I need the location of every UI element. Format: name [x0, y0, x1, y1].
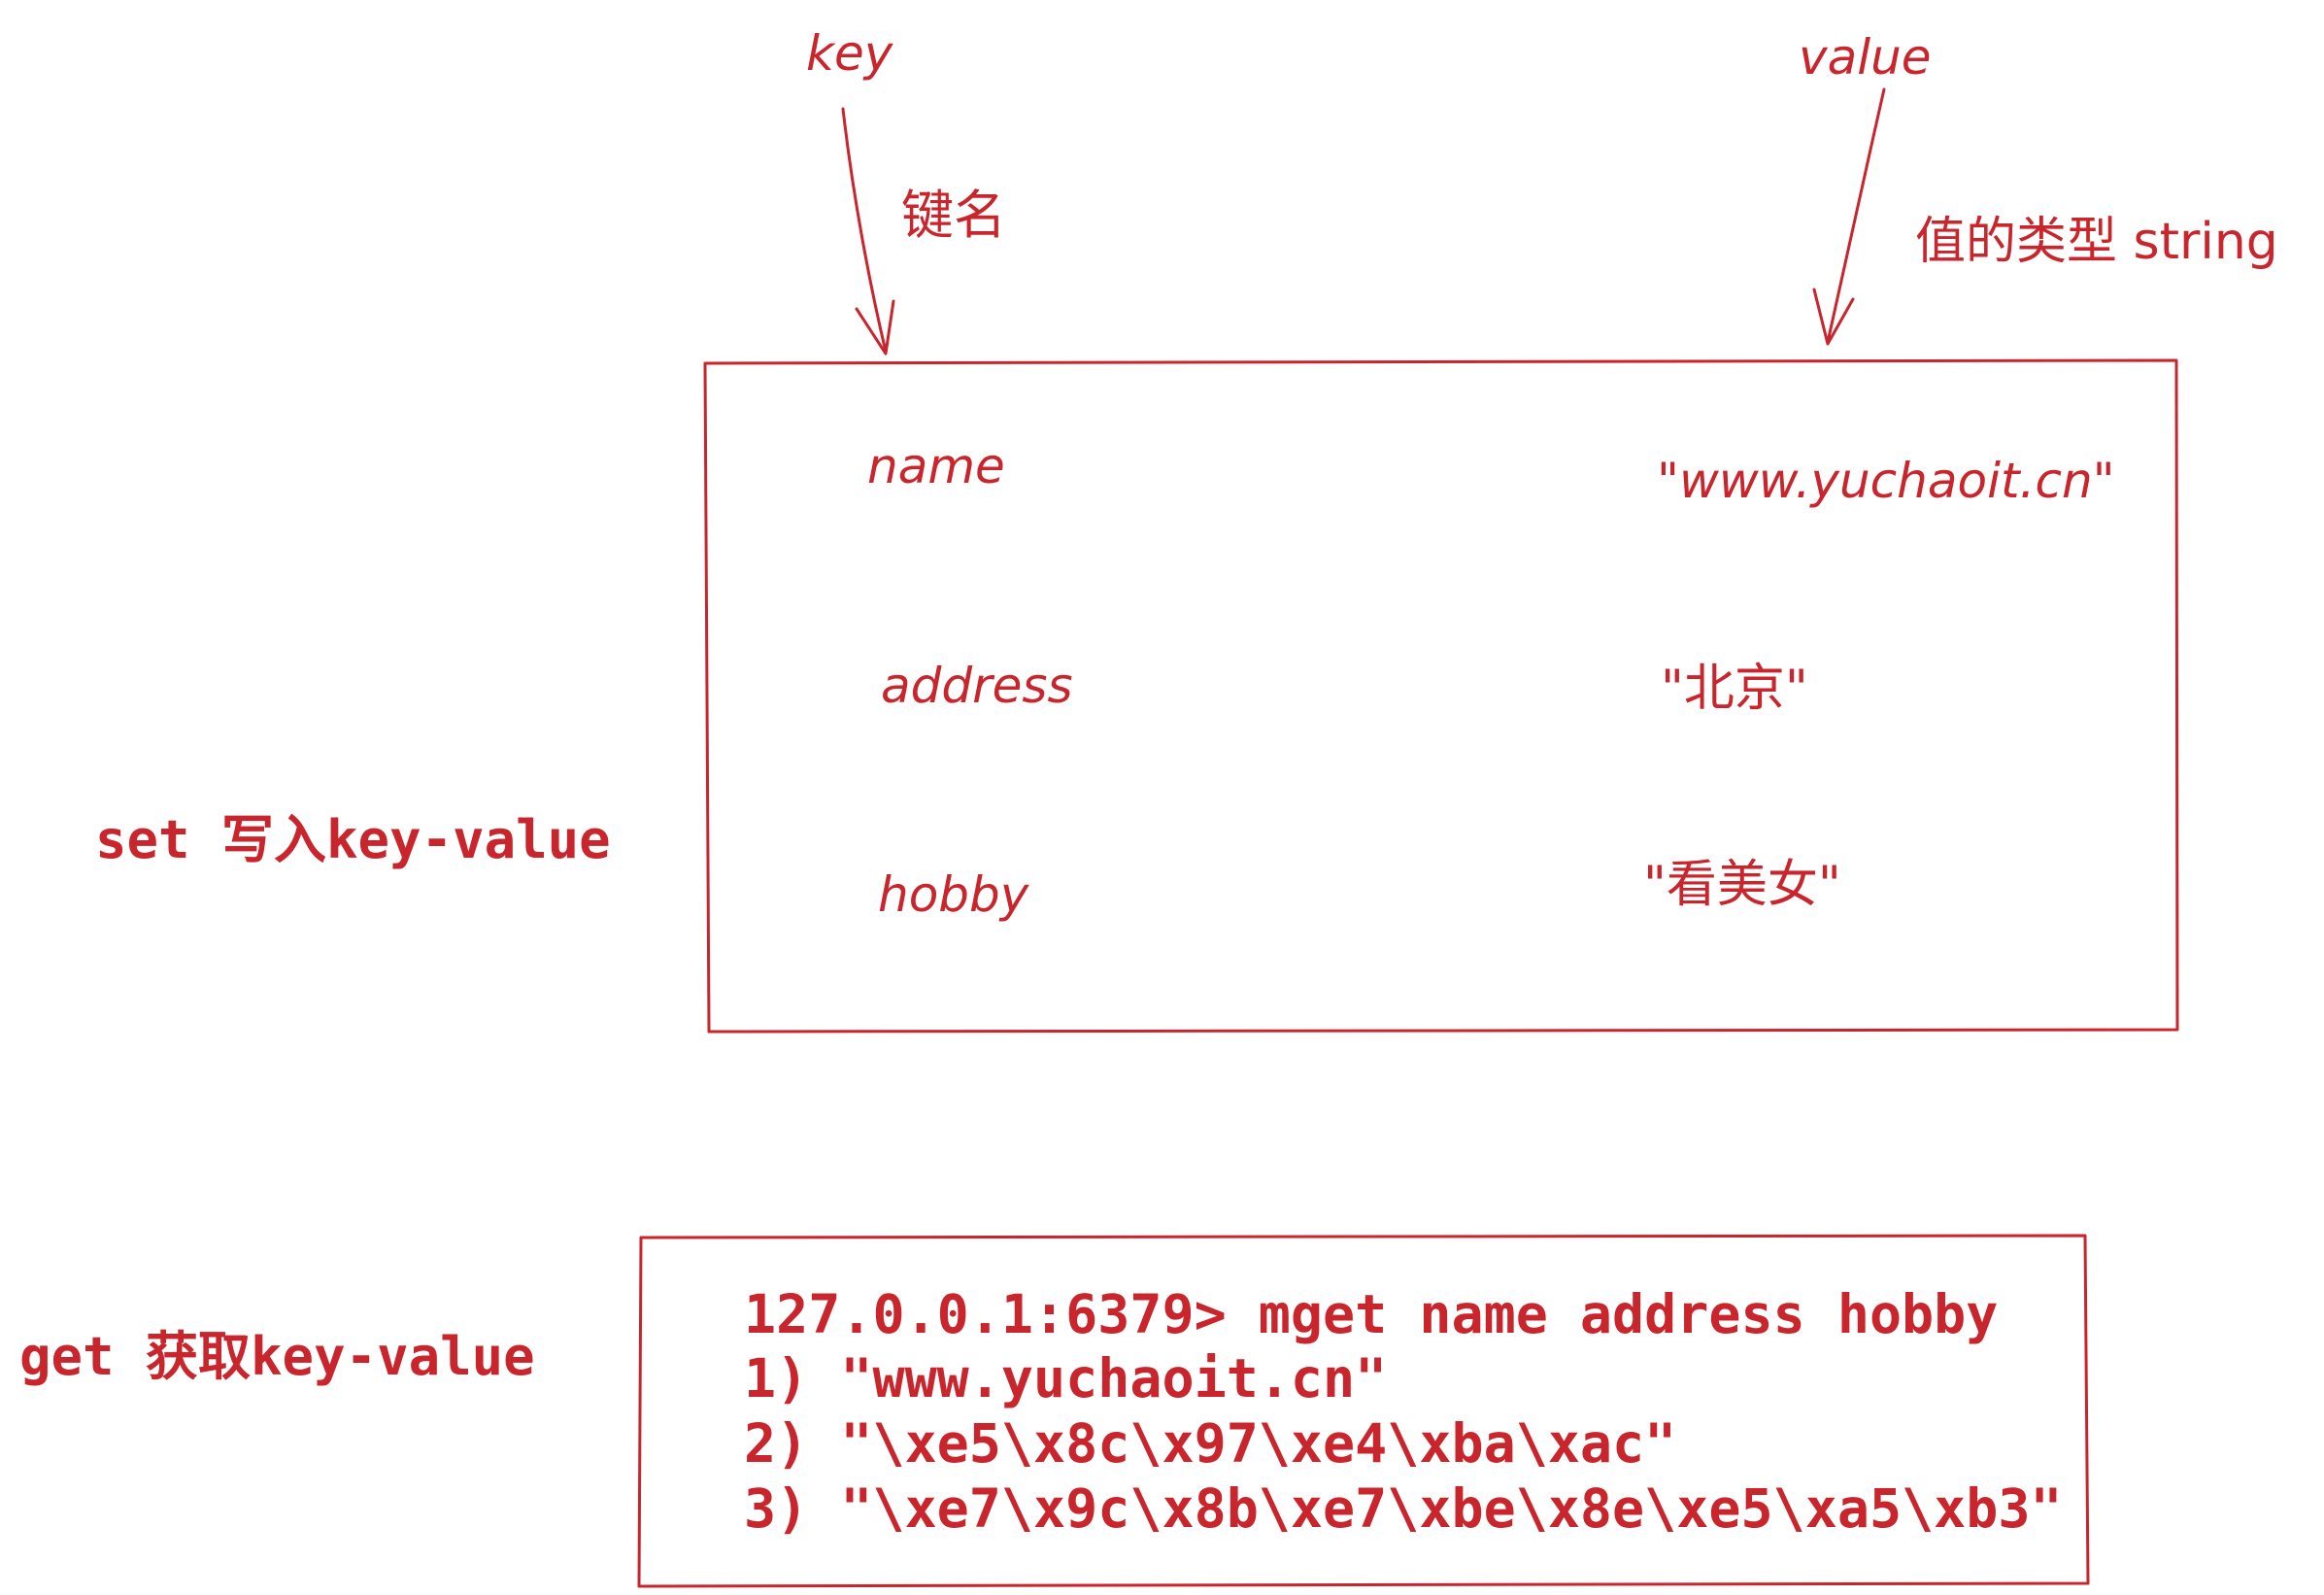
- terminal-line: 1) "www.yuchaoit.cn": [744, 1347, 1387, 1409]
- value-label: value: [1799, 29, 1932, 85]
- entry-key-name: name: [867, 438, 1005, 494]
- entry-key-hobby: hobby: [878, 866, 1030, 923]
- terminal-line: 2) "\xe5\x8c\x97\xe4\xba\xac": [744, 1412, 1676, 1475]
- kv-store-box: [703, 358, 2179, 1034]
- key-arrow: [841, 107, 895, 356]
- terminal-line: 127.0.0.1:6379> mget name address hobby: [744, 1283, 1998, 1345]
- get-note: get 获取key-value: [19, 1326, 535, 1387]
- set-note: set 写入key-value: [95, 809, 611, 870]
- terminal-box: [637, 1234, 2090, 1588]
- key-note: 键名: [901, 185, 1006, 246]
- value-note: 值的类型 string: [1915, 213, 2278, 271]
- entry-value-address: "北京": [1661, 660, 1808, 718]
- entry-value-hobby: "看美女": [1643, 856, 1841, 914]
- value-arrow: [1812, 87, 1886, 346]
- entry-value-name: "www.yuchaoit.cn": [1657, 453, 2115, 509]
- key-label: key: [806, 25, 894, 82]
- entry-key-address: address: [881, 658, 1073, 714]
- terminal-line: 3) "\xe7\x9c\x8b\xe7\xbe\x8e\xe5\xa5\xb3…: [744, 1477, 2063, 1540]
